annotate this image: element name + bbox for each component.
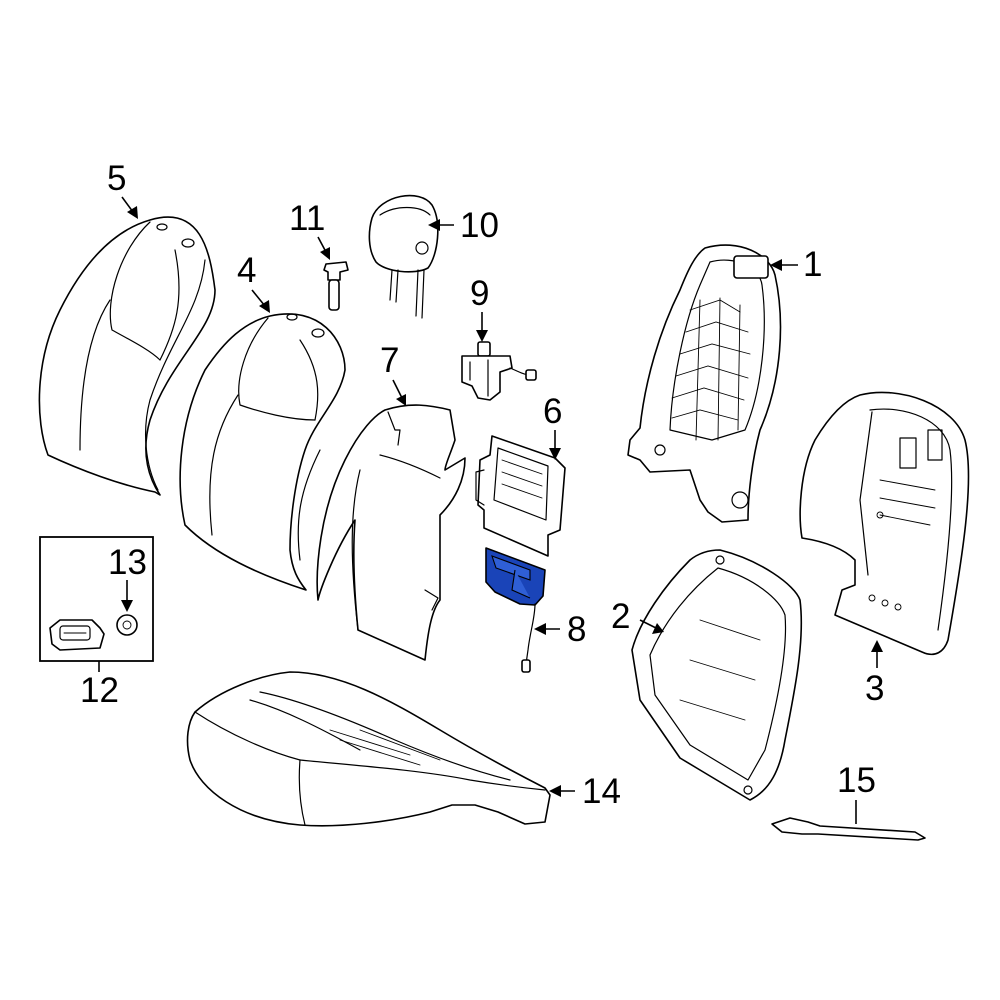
callout-6: 6: [543, 392, 562, 431]
callout-2: 2: [611, 597, 630, 636]
callout-14: 14: [582, 772, 621, 811]
callout-13: 13: [108, 543, 147, 582]
part-1-backrest-frame: [627, 244, 782, 523]
callout-12: 12: [80, 671, 119, 710]
callout-3: 3: [865, 669, 884, 708]
callout-15: 15: [837, 761, 876, 800]
part-7-backrest-foam: [316, 404, 466, 661]
callout-leaders: [98, 196, 883, 824]
callout-8: 8: [567, 610, 586, 649]
part-4-backrest-pad: [179, 313, 346, 591]
part-15-strap: [771, 817, 926, 841]
callout-1: 1: [803, 245, 822, 284]
callout-9: 9: [470, 274, 489, 313]
part-3-rear-panel: [799, 391, 970, 656]
part-10-headrest: [368, 194, 439, 319]
part-2-rear-cover-frame: [631, 549, 803, 801]
part-8-heater-module: [485, 547, 546, 673]
callout-11: 11: [289, 199, 325, 238]
callout-4: 4: [237, 251, 256, 290]
part-11-guide-sleeve: [323, 261, 349, 311]
part-9-actuator-bracket: [461, 341, 537, 401]
part-12-switch: [49, 619, 105, 651]
callout-5: 5: [107, 159, 126, 198]
part-13-clip: [116, 614, 138, 636]
callout-labels: 1 2 3 4 5 6 7 8 9 10 11 12 13 14 15: [80, 159, 884, 811]
part-14-seat-cushion: [186, 671, 551, 827]
part-12-kit-box: [39, 536, 154, 662]
callout-10: 10: [460, 206, 499, 245]
part-5-backrest-cover: [38, 216, 216, 496]
part-6-lumbar-support: [475, 435, 566, 557]
callout-7: 7: [380, 341, 399, 380]
